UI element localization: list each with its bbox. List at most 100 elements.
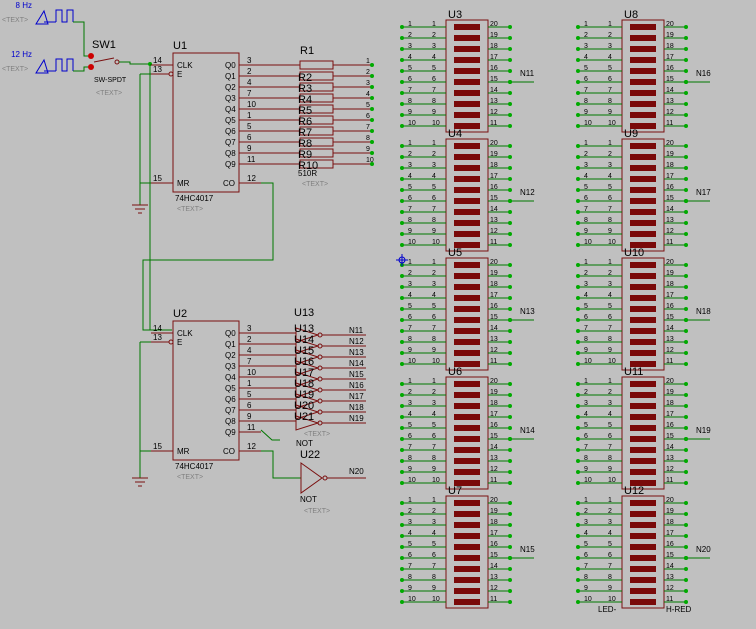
bargraph-pin-number: 1 [408,378,412,385]
junction-dot [508,437,512,441]
resistor-element-label: R4 [298,94,312,106]
led-segment-icon [630,24,656,30]
bargraph-pin-number: 1 [584,140,588,147]
counter-pin-number: 13 [153,65,162,74]
bargraph-inner-pin: 10 [608,239,616,246]
bargraph-inner-pin: 8 [608,98,612,105]
bargraph-terminal-dot [400,534,404,538]
bargraph-terminal-dot [508,415,512,419]
counter-co-pin: 12 [247,174,256,183]
bargraph-terminal-dot [400,329,404,333]
led-segment-icon [454,123,480,129]
bargraph-pin-number: 15 [490,552,498,559]
bargraph-terminal-dot [684,426,688,430]
bargraph-pin-number: 3 [584,281,588,288]
bargraph-inner-pin: 2 [608,270,612,277]
bargraph-inner-pin: 2 [608,508,612,515]
gate-ref-label: U13 [294,307,314,319]
bargraph-pin-number: 5 [408,541,412,548]
bargraph-terminal-dot [576,448,580,452]
bargraph-inner-pin: 4 [432,173,436,180]
counter-output-name: Q3 [225,94,236,103]
bargraph-pin-number: 16 [490,184,498,191]
bargraph-terminal-dot [576,58,580,62]
bargraph-terminal-dot [576,69,580,73]
bargraph-terminal-dot [576,470,580,474]
bargraph-body [621,19,665,133]
bargraph-inner-pin: 10 [608,477,616,484]
bargraph-pin-number: 8 [584,98,588,105]
bargraph-terminal-dot [400,426,404,430]
led-segment-icon [454,306,480,312]
bargraph-pin-number: 4 [584,411,588,418]
bargraph-inner-pin: 1 [608,378,612,385]
bargraph-inner-pin: 7 [608,325,612,332]
counter-output-name: Q6 [225,395,236,404]
bargraph-pin-number: 5 [408,184,412,191]
led-segment-icon [630,577,656,583]
counter-output-pin: 6 [247,133,252,142]
bargraph-pin-number: 10 [584,239,592,246]
bargraph-inner-pin: 3 [432,400,436,407]
counter-output-pin: 10 [247,368,256,377]
bargraph-pin-number: 3 [408,519,412,526]
resistor-terminal-dot [370,129,374,133]
bargraph-inner-pin: 2 [432,32,436,39]
bargraph-pin-number: 17 [666,411,674,418]
bargraph-terminal-dot [508,69,512,73]
bargraph-pin-number: 1 [408,140,412,147]
bargraph-terminal-dot [684,113,688,117]
bargraph-pin-number: 20 [666,21,674,28]
bargraph-terminal-dot [684,36,688,40]
bargraph-terminal-dot [576,567,580,571]
bargraph-pin-number: 7 [408,87,412,94]
bargraph-terminal-dot [400,199,404,203]
counter-co-name: CO [223,447,235,456]
bargraph-terminal-dot [684,415,688,419]
bargraph-net-label: N12 [520,188,535,197]
bargraph-pin-number: 8 [584,455,588,462]
generator-arrow-icon [35,9,49,25]
bargraph-terminal-dot [576,144,580,148]
bargraph-body [445,495,489,609]
bargraph-inner-pin: 3 [608,281,612,288]
bargraph-net-label: N11 [520,69,535,78]
bargraph-pin-number: 20 [490,259,498,266]
bargraph-pin-number: 10 [408,239,416,246]
resistor-ref-label: R1 [300,45,314,57]
gate-net-label: N17 [349,392,364,401]
counter-output-pin: 7 [247,89,252,98]
bargraph-terminal-dot [684,523,688,527]
not-gate-icon [295,327,320,343]
counter-pin-name: E [177,338,182,347]
resistor-pin-number: 7 [366,124,370,131]
bargraph-terminal-dot [508,144,512,148]
bargraph-inner-pin: 3 [608,162,612,169]
bargraph-terminal-dot [576,274,580,278]
bargraph-pin-number: 2 [584,508,588,515]
bargraph-pin-number: 11 [490,477,497,484]
bargraph-terminal-dot [400,232,404,236]
square-wave-icon [55,58,74,72]
gate-ref-label: U17 [294,367,314,379]
bargraph-pin-number: 3 [584,519,588,526]
bargraph-terminal-dot [576,437,580,441]
bargraph-terminal-dot [576,426,580,430]
bargraph-pin-number: 17 [490,530,498,537]
bargraph-terminal-dot [400,124,404,128]
bargraph-inner-pin: 4 [608,54,612,61]
led-segment-icon [454,511,480,517]
bargraph-inner-pin: 4 [432,411,436,418]
bargraph-pin-number: 19 [490,508,498,515]
led-segment-icon [454,46,480,52]
counter-body [172,320,240,461]
bargraph-terminal-dot [576,221,580,225]
bargraph-inner-pin: 9 [432,228,436,235]
led-segment-icon [454,317,480,323]
led-segment-icon [630,522,656,528]
bargraph-pin-number: 10 [408,477,416,484]
